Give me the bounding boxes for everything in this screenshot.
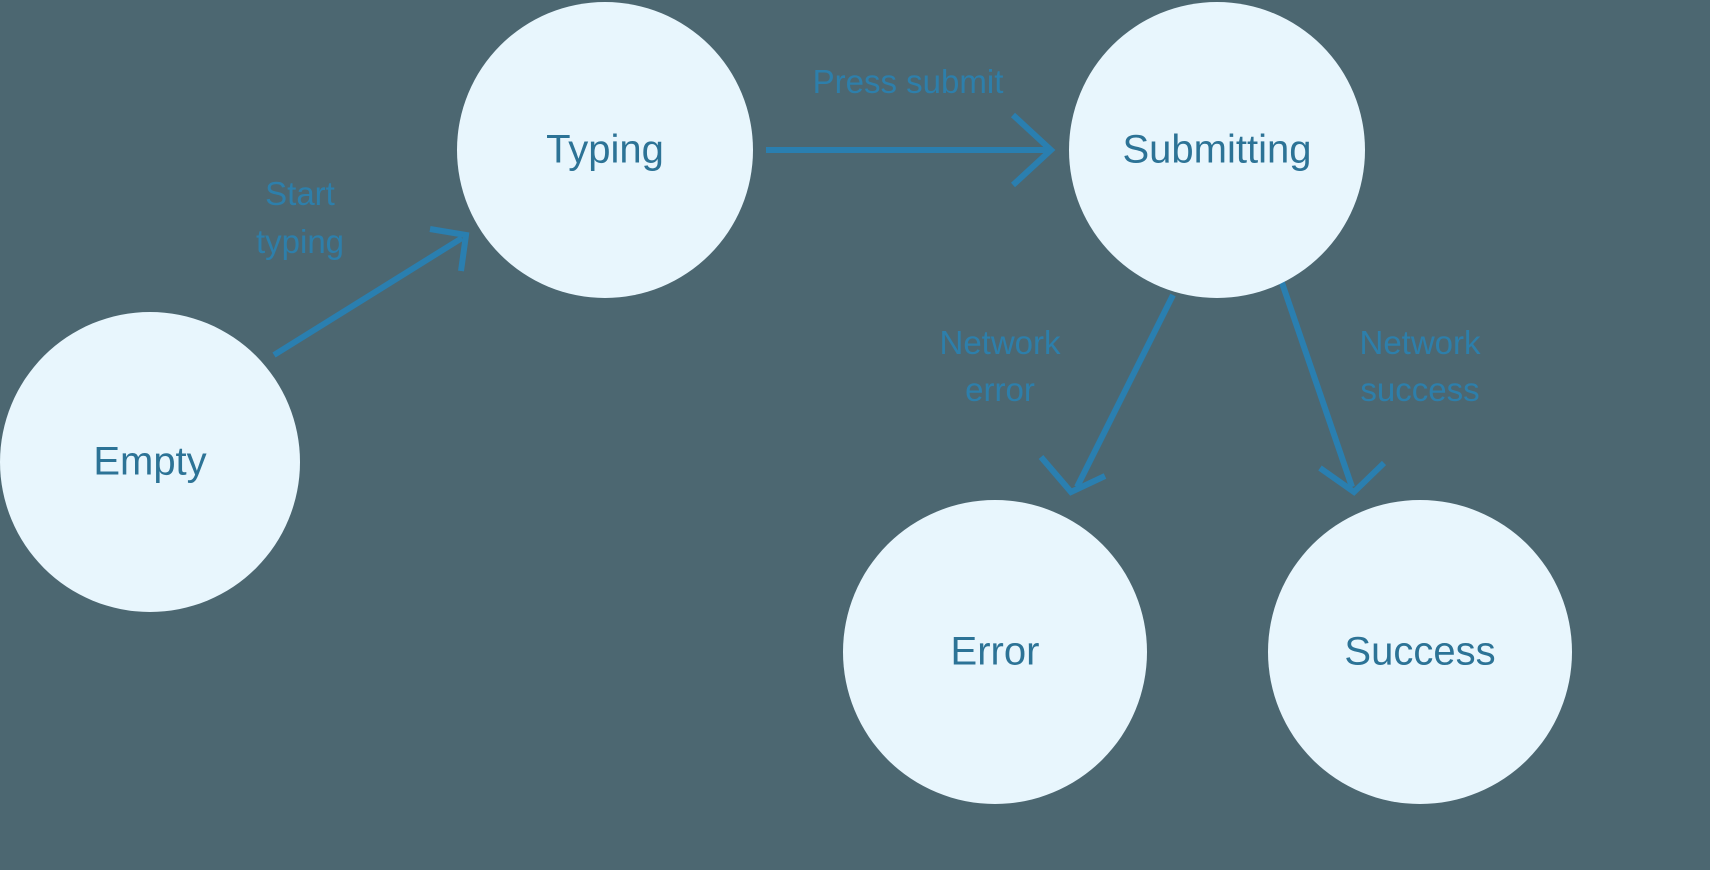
edge-label-network-error-line1: Network [939,324,1061,361]
edge-label-network-error-line2: error [965,371,1035,408]
arrowhead-submitting-to-error [1038,455,1107,496]
arrowhead-empty-to-typing [429,226,470,272]
node-submitting[interactable]: Submitting [1069,2,1365,298]
node-typing[interactable]: Typing [457,2,753,298]
node-circle-error[interactable] [843,500,1147,804]
node-label-error: Error [951,630,1040,674]
node-circle-empty[interactable] [0,312,300,612]
edge-submitting-to-success: Network success [1277,276,1481,496]
edge-line-submitting-to-error [1074,293,1176,489]
node-label-submitting: Submitting [1123,128,1312,172]
node-circle-success[interactable] [1268,500,1572,804]
edge-label-start-typing-line1: Start [265,175,335,212]
edge-label-press-submit: Press submit [813,63,1004,100]
edge-line-empty-to-typing [272,235,464,358]
edge-label-network-success-line2: success [1360,371,1479,408]
edge-label-start-typing-line2: typing [256,223,344,260]
edge-submitting-to-error: Network error [939,293,1176,496]
node-circle-typing[interactable] [457,2,753,298]
node-circle-submitting[interactable] [1069,2,1365,298]
arrowhead-typing-to-submitting [1010,112,1056,188]
edge-label-network-success-line1: Network [1359,324,1481,361]
node-empty[interactable]: Empty [0,312,300,612]
node-success[interactable]: Success [1268,500,1572,804]
edge-typing-to-submitting: Press submit [766,63,1056,188]
edge-line-submitting-to-success [1277,276,1355,488]
node-label-typing: Typing [546,128,664,172]
node-error[interactable]: Error [843,500,1147,804]
node-label-empty: Empty [93,440,206,484]
edge-empty-to-typing: Start typing [256,175,470,358]
node-label-success: Success [1344,630,1495,674]
arrowhead-submitting-to-success [1318,460,1387,496]
